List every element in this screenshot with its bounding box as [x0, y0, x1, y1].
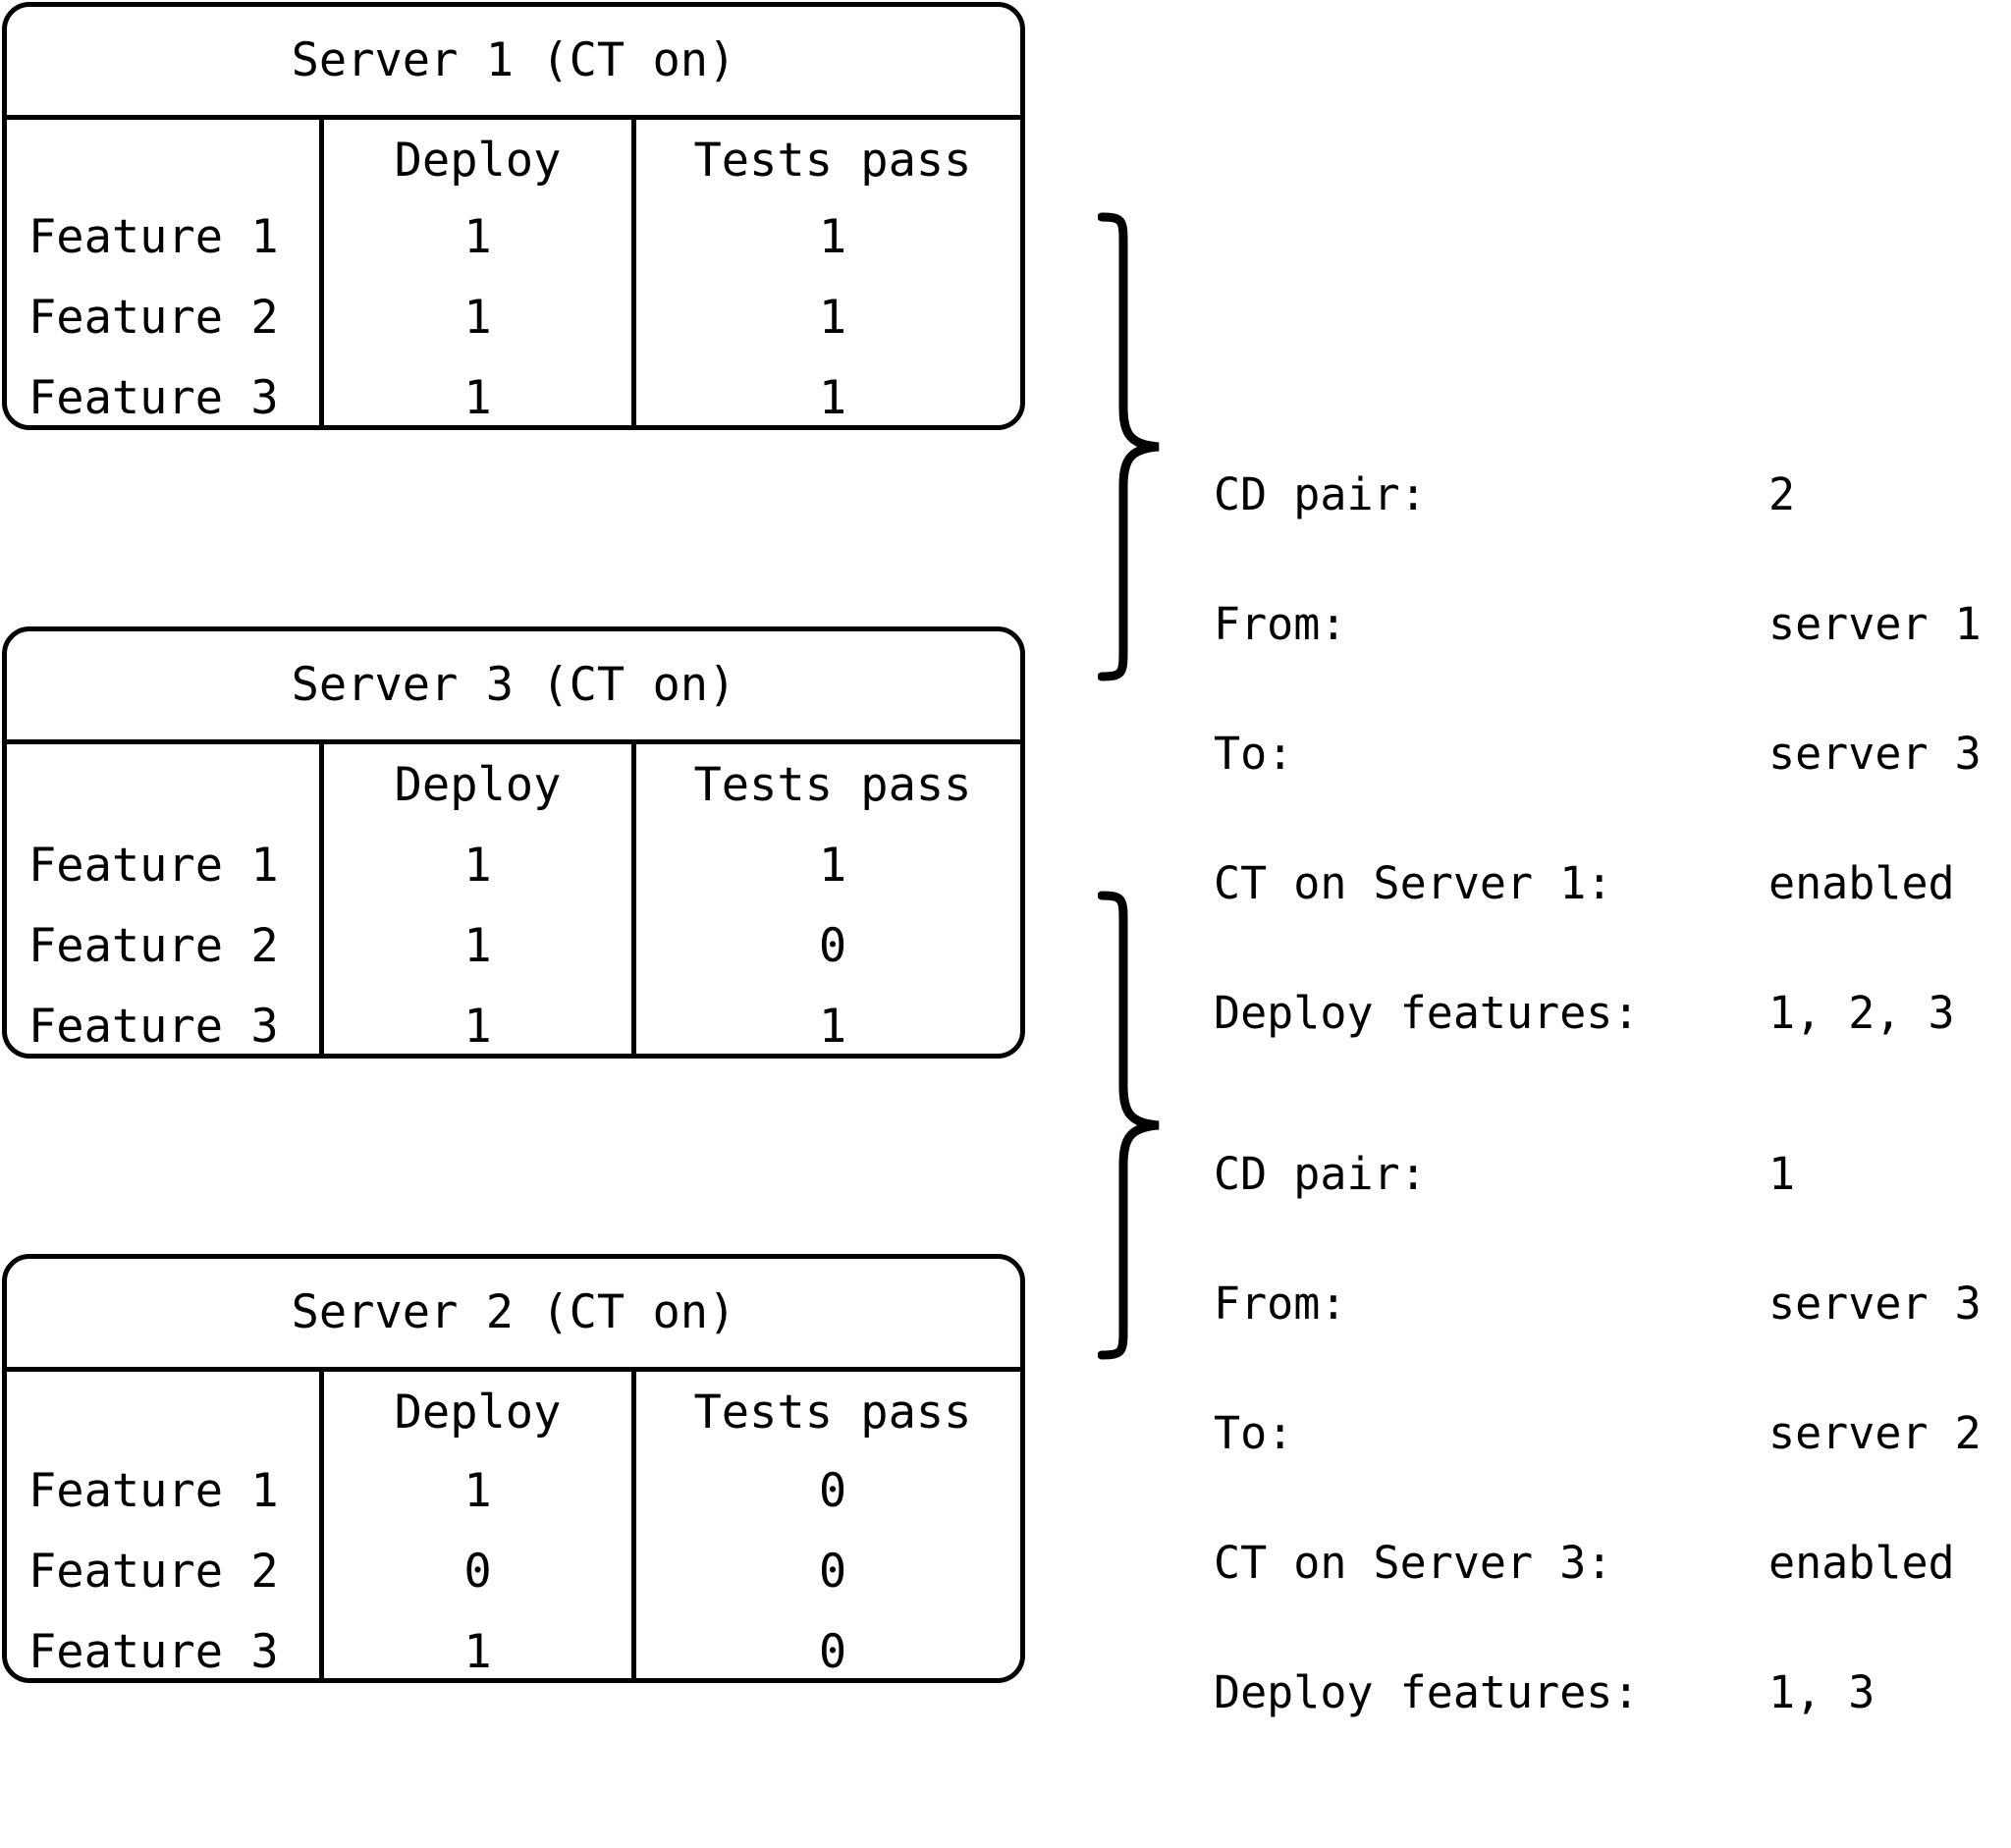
- table-row: Feature 1 1 0: [7, 1461, 1020, 1522]
- info-row: From: server 3: [1214, 1277, 2011, 1330]
- feature-label: Feature 2: [28, 919, 279, 973]
- column-header-deploy: Deploy: [394, 758, 562, 812]
- cd-pair-info-1: CD pair: 1 From: server 3 To: server 2 C…: [1214, 1066, 2011, 1758]
- tests-pass-value: 1: [818, 1000, 847, 1054]
- info-row: CD pair: 1: [1214, 1148, 2011, 1200]
- server-card-title: Server 3 (CT on): [291, 658, 736, 712]
- table-row: Feature 3 1 1: [7, 997, 1020, 1058]
- info-label: CD pair:: [1214, 468, 1427, 520]
- header-divider: [2, 739, 1025, 744]
- info-label: CD pair:: [1214, 1148, 1427, 1200]
- info-row: To: server 3: [1214, 728, 2011, 780]
- column-header-tests-pass: Tests pass: [693, 1386, 972, 1440]
- header-divider: [2, 115, 1025, 120]
- server-card-3: Server 3 (CT on) Deploy Tests pass Featu…: [2, 626, 1025, 1059]
- tests-pass-value: 0: [818, 1464, 847, 1518]
- tests-pass-value: 1: [818, 839, 847, 893]
- info-value: enabled: [1768, 1537, 1955, 1589]
- deploy-value: 1: [463, 371, 492, 425]
- table-row: Feature 1 1 1: [7, 836, 1020, 897]
- tests-pass-value: 0: [818, 919, 847, 973]
- feature-label: Feature 1: [28, 210, 279, 264]
- feature-label: Feature 3: [28, 1000, 279, 1054]
- info-row: Deploy features: 1, 3: [1214, 1666, 2011, 1718]
- server-card-title: Server 2 (CT on): [291, 1285, 736, 1339]
- server-card-title: Server 1 (CT on): [291, 33, 736, 87]
- tests-pass-value: 0: [818, 1545, 847, 1599]
- column-divider-1: [319, 120, 324, 430]
- curly-brace-cd-pair-2: [1098, 211, 1176, 682]
- server-table: Deploy Tests pass Feature 1 1 0 Feature …: [2, 1367, 1025, 1683]
- tests-pass-value: 1: [818, 371, 847, 425]
- header-divider: [2, 1367, 1025, 1372]
- deploy-value: 1: [463, 919, 492, 973]
- deploy-value: 0: [463, 1545, 492, 1599]
- cd-pair-info-2: CD pair: 2 From: server 1 To: server 3 C…: [1214, 387, 2011, 1078]
- info-row: From: server 1: [1214, 598, 2011, 650]
- tests-pass-value: 1: [818, 210, 847, 264]
- table-row: Feature 2 1 1: [7, 288, 1020, 349]
- feature-label: Feature 3: [28, 1625, 279, 1679]
- feature-label: Feature 2: [28, 291, 279, 345]
- table-row: Feature 2 0 0: [7, 1542, 1020, 1603]
- info-value: server 1: [1768, 598, 1982, 650]
- info-value: server 3: [1768, 1277, 1982, 1330]
- info-value: enabled: [1768, 857, 1955, 909]
- column-header-deploy: Deploy: [394, 134, 562, 188]
- column-header-deploy: Deploy: [394, 1386, 562, 1440]
- tests-pass-value: 1: [818, 291, 847, 345]
- info-value: 1: [1768, 1148, 1796, 1200]
- tests-pass-value: 0: [818, 1625, 847, 1679]
- info-label: To:: [1214, 728, 1294, 780]
- feature-label: Feature 3: [28, 371, 279, 425]
- info-label: Deploy features:: [1214, 1666, 1640, 1718]
- info-row: Deploy features: 1, 2, 3: [1214, 987, 2011, 1039]
- info-value: 2: [1768, 468, 1796, 520]
- column-divider-1: [319, 1372, 324, 1683]
- table-row: Feature 1 1 1: [7, 207, 1020, 268]
- deploy-value: 1: [463, 1625, 492, 1679]
- deploy-value: 1: [463, 1464, 492, 1518]
- feature-label: Feature 2: [28, 1545, 279, 1599]
- feature-label: Feature 1: [28, 1464, 279, 1518]
- info-value: server 2: [1768, 1407, 1982, 1459]
- deploy-value: 1: [463, 839, 492, 893]
- server-card-2: Server 2 (CT on) Deploy Tests pass Featu…: [2, 1254, 1025, 1683]
- deploy-value: 1: [463, 291, 492, 345]
- table-row: Feature 3 1 0: [7, 1622, 1020, 1683]
- info-row: CT on Server 1: enabled: [1214, 857, 2011, 909]
- column-header-tests-pass: Tests pass: [693, 758, 972, 812]
- deploy-value: 1: [463, 1000, 492, 1054]
- table-row: Feature 2 1 0: [7, 916, 1020, 977]
- info-label: From:: [1214, 598, 1347, 650]
- column-divider-2: [631, 1372, 636, 1683]
- info-label: To:: [1214, 1407, 1294, 1459]
- info-label: Deploy features:: [1214, 987, 1640, 1039]
- deploy-value: 1: [463, 210, 492, 264]
- server-card-1: Server 1 (CT on) Deploy Tests pass Featu…: [2, 2, 1025, 430]
- info-label: From:: [1214, 1277, 1347, 1330]
- server-table: Deploy Tests pass Feature 1 1 1 Feature …: [2, 115, 1025, 430]
- column-divider-2: [631, 744, 636, 1059]
- info-value: 1, 3: [1768, 1666, 1875, 1718]
- server-table: Deploy Tests pass Feature 1 1 1 Feature …: [2, 739, 1025, 1059]
- info-label: CT on Server 1:: [1214, 857, 1613, 909]
- info-value: 1, 2, 3: [1768, 987, 1955, 1039]
- column-divider-1: [319, 744, 324, 1059]
- info-row: CT on Server 3: enabled: [1214, 1537, 2011, 1589]
- column-header-tests-pass: Tests pass: [693, 134, 972, 188]
- info-value: server 3: [1768, 728, 1982, 780]
- curly-brace-cd-pair-1: [1098, 890, 1176, 1361]
- column-divider-2: [631, 120, 636, 430]
- feature-label: Feature 1: [28, 839, 279, 893]
- info-label: CT on Server 3:: [1214, 1537, 1613, 1589]
- info-row: CD pair: 2: [1214, 468, 2011, 520]
- table-row: Feature 3 1 1: [7, 368, 1020, 429]
- info-row: To: server 2: [1214, 1407, 2011, 1459]
